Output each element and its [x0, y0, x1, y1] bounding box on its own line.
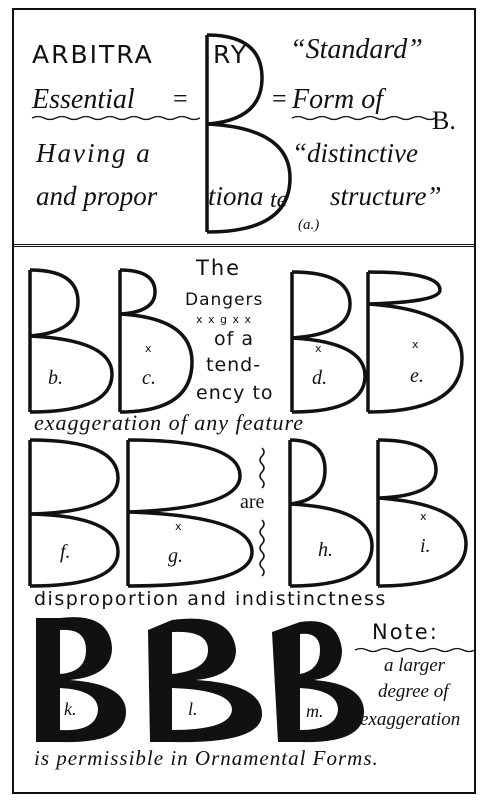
text-permissible: is permissible in Ornamental Forms. [34, 746, 379, 770]
text-structure: structure” [330, 181, 442, 211]
x-marks: x x x x x [145, 338, 427, 533]
label-f: f. [60, 541, 71, 563]
label-k: k. [64, 699, 77, 719]
letter-b-d [290, 270, 367, 414]
label-b: b. [48, 367, 63, 389]
note-title: Note: [372, 620, 439, 644]
label-d: d. [312, 367, 327, 389]
svg-text:x: x [315, 342, 322, 355]
text-are: are [240, 491, 265, 513]
underline-note [354, 647, 476, 653]
heading-line-6: ency to [196, 382, 274, 404]
label-i: i. [420, 535, 431, 557]
text-equals-left: = [173, 84, 188, 113]
text-distinctive: “distinctive [292, 138, 418, 168]
svg-text:x: x [420, 510, 427, 523]
wavy-marks [259, 447, 265, 577]
svg-text:x: x [175, 520, 182, 533]
note-line-2: degree of [378, 681, 449, 702]
letter-b-h [288, 438, 374, 588]
label-l: l. [188, 699, 198, 719]
svg-text:x: x [145, 342, 152, 355]
text-and-propor: and propor [36, 181, 158, 211]
text-equals-right: = [272, 84, 287, 113]
text-standard: “Standard” [290, 34, 423, 65]
heading-line-1: The [196, 256, 242, 280]
heading-line-5: tend- [206, 354, 262, 376]
letter-b-a [205, 33, 292, 234]
label-a: (a.) [298, 217, 320, 233]
page-frame [12, 8, 476, 794]
text-form-of: Form of [292, 84, 383, 115]
letter-b-m [272, 621, 364, 743]
label-h: h. [318, 539, 333, 561]
note-line-1: a larger [384, 655, 446, 676]
letter-b-i [376, 438, 468, 588]
note-line-3: exaggeration [360, 709, 461, 730]
letter-b-k [36, 617, 126, 743]
heading-line-2: Dangers [185, 290, 264, 310]
letter-b-c [118, 268, 194, 414]
label-g: g. [168, 545, 183, 567]
text-ry: RY [213, 40, 249, 69]
text-tiona: tiona [208, 181, 264, 211]
text-essential: Essential [32, 84, 135, 115]
letter-b-b [28, 268, 114, 414]
text-having-a: Having a [36, 138, 152, 168]
underline-form [291, 115, 437, 121]
letter-b-g [126, 438, 254, 588]
heading-line-3: x x g x x [196, 313, 253, 326]
label-c: c. [142, 367, 156, 389]
text-b-dot: B. [432, 106, 456, 135]
letter-b-l [148, 618, 262, 743]
text-disproportion: disproportion and indistinctness [34, 588, 387, 610]
underline-essential [31, 115, 201, 121]
text-te: te [270, 187, 288, 213]
label-e: e. [410, 365, 424, 387]
text-exaggeration: exaggeration of any feature [34, 410, 304, 435]
letter-b-e [366, 270, 464, 414]
svg-text:x: x [412, 338, 419, 351]
letter-b-f [28, 438, 120, 588]
text-arbitrary: ARBITRA [32, 40, 154, 69]
section-divider [12, 244, 476, 247]
heading-line-4: of a [214, 328, 254, 350]
label-m: m. [306, 701, 324, 721]
